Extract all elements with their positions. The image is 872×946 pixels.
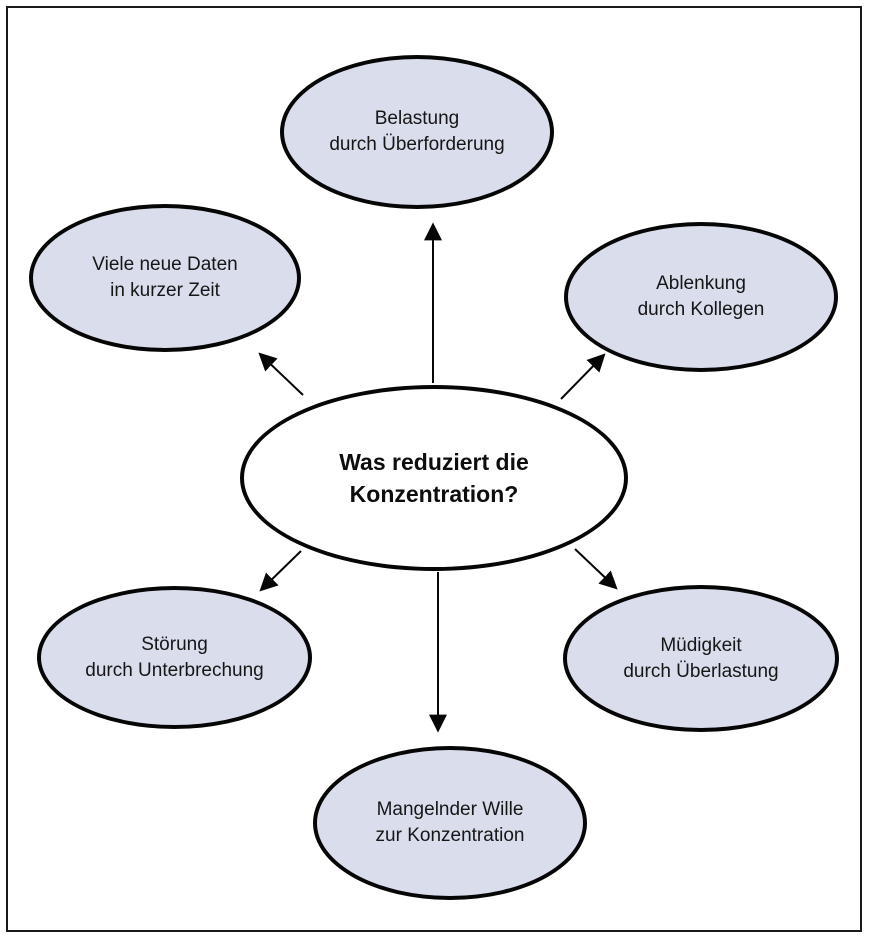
node-belastung-line2: durch Überforderung [329, 134, 505, 155]
node-muedigkeit-line1: Müdigkeit [660, 634, 742, 656]
node-stoerung-label: Störung durch Unterbrechung [41, 632, 308, 683]
node-mangelnder-wille: Mangelnder Wille zur Konzentration [313, 746, 587, 900]
node-muedigkeit-line2: durch Überlastung [623, 660, 779, 682]
node-stoerung-line1: Störung [141, 633, 208, 655]
node-stoerung: Störung durch Unterbrechung [37, 586, 312, 729]
node-belastung: Belastung durch Überforderung [280, 55, 554, 209]
center-node-line1: Was reduziert die [339, 448, 529, 475]
node-viele-neue-daten-line1: Viele neue Daten [92, 254, 238, 276]
node-ablenkung-line2: durch Kollegen [637, 299, 765, 320]
arrow-to-bottom-right [574, 548, 618, 590]
node-ablenkung-line1: Ablenkung [656, 273, 746, 295]
node-muedigkeit-label: Müdigkeit durch Überlastung [567, 633, 835, 684]
node-mangelnder-wille-line2: zur Konzentration [375, 825, 525, 846]
center-node-label: Was reduziert die Konzentration? [244, 446, 624, 510]
node-mangelnder-wille-line1: Mangelnder Wille [376, 799, 524, 821]
arrow-to-bottom-left [259, 550, 302, 592]
node-viele-neue-daten-label: Viele neue Daten in kurzer Zeit [33, 252, 297, 303]
node-mangelnder-wille-label: Mangelnder Wille zur Konzentration [317, 797, 583, 848]
node-ablenkung: Ablenkung durch Kollegen [564, 222, 838, 372]
node-muedigkeit: Müdigkeit durch Überlastung [563, 585, 839, 732]
node-belastung-line1: Belastung [374, 108, 460, 130]
center-node-line2: Konzentration? [349, 481, 519, 507]
arrow-to-top-left [258, 352, 304, 396]
node-belastung-label: Belastung durch Überforderung [284, 106, 550, 157]
node-viele-neue-daten: Viele neue Daten in kurzer Zeit [29, 204, 301, 352]
node-stoerung-line2: durch Unterbrechung [85, 659, 264, 681]
arrow-to-top-right [560, 353, 606, 400]
node-viele-neue-daten-line2: in kurzer Zeit [110, 280, 220, 301]
center-node-question: Was reduziert die Konzentration? [240, 385, 628, 571]
node-ablenkung-label: Ablenkung durch Kollegen [568, 271, 834, 322]
